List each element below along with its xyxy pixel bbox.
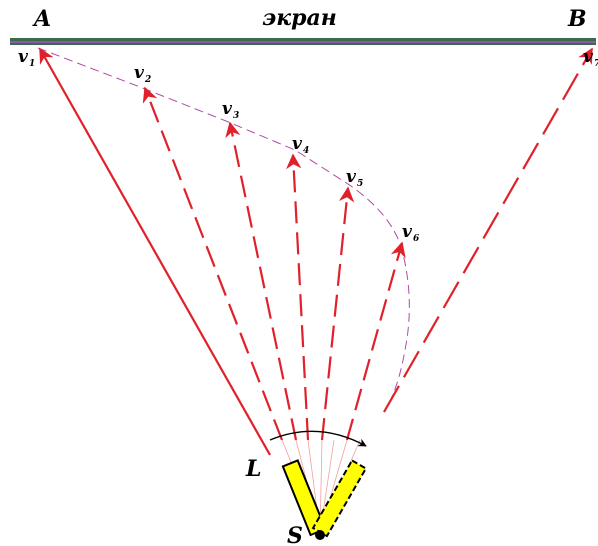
svg-text:v: v [583,47,594,67]
ray-v7 [383,47,593,413]
svg-text:v: v [292,134,303,154]
velocity-label-5: v 5 [346,167,363,189]
ray-v1 [39,47,271,456]
velocity-label-3: v 3 [222,99,239,121]
svg-text:v: v [134,63,145,83]
svg-text:6: 6 [413,234,420,244]
svg-text:1: 1 [29,59,35,69]
ray-v3 [225,121,298,441]
svg-text:3: 3 [233,111,239,121]
ray-v2 [142,86,284,441]
label-l: L [245,456,261,482]
svg-text:v: v [402,222,413,242]
screen-bar [10,38,596,45]
spot-path [37,47,410,413]
svg-text:4: 4 [303,146,309,156]
velocity-label-7: v 7 [583,47,598,69]
svg-text:v: v [18,47,29,67]
label-screen: экран [262,5,337,31]
velocity-label-1: v 1 [18,47,35,69]
svg-text:7: 7 [594,59,598,69]
velocity-label-4: v 4 [292,134,309,156]
rotation-arrow [269,430,367,447]
svg-text:5: 5 [357,179,363,189]
rays [39,47,593,456]
label-s: S [287,523,303,546]
svg-text:v: v [222,99,233,119]
ray-v4 [286,153,310,441]
label-b: B [567,6,587,32]
svg-text:v: v [346,167,357,187]
svg-text:2: 2 [144,75,151,85]
ray-v5 [320,186,355,441]
label-a: A [32,6,51,32]
velocity-label-2: v 2 [134,63,151,85]
velocity-label-6: v 6 [402,222,420,244]
ray-v6 [345,241,406,441]
source-point [315,530,325,540]
